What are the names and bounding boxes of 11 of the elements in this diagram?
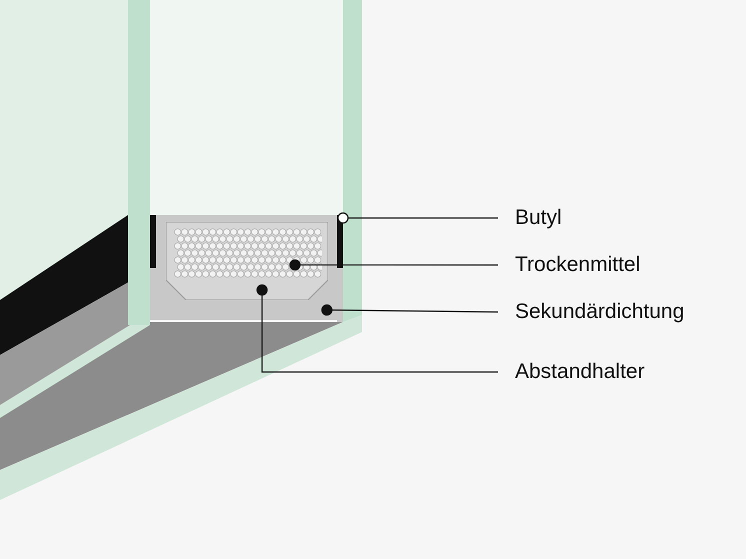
part-label: Sekundärdichtung [498,298,684,326]
leader-line [256,284,498,373]
part-label: Trockenmittel [498,251,640,279]
leader-line [289,259,498,271]
part-label: Abstandhalter [498,358,645,386]
desiccant-beads [172,228,322,280]
spacer-profile [166,222,328,300]
secondary-seal [150,215,337,320]
part-label: Butyl [498,204,562,232]
leader-line [321,304,498,316]
leader-line [337,212,498,224]
